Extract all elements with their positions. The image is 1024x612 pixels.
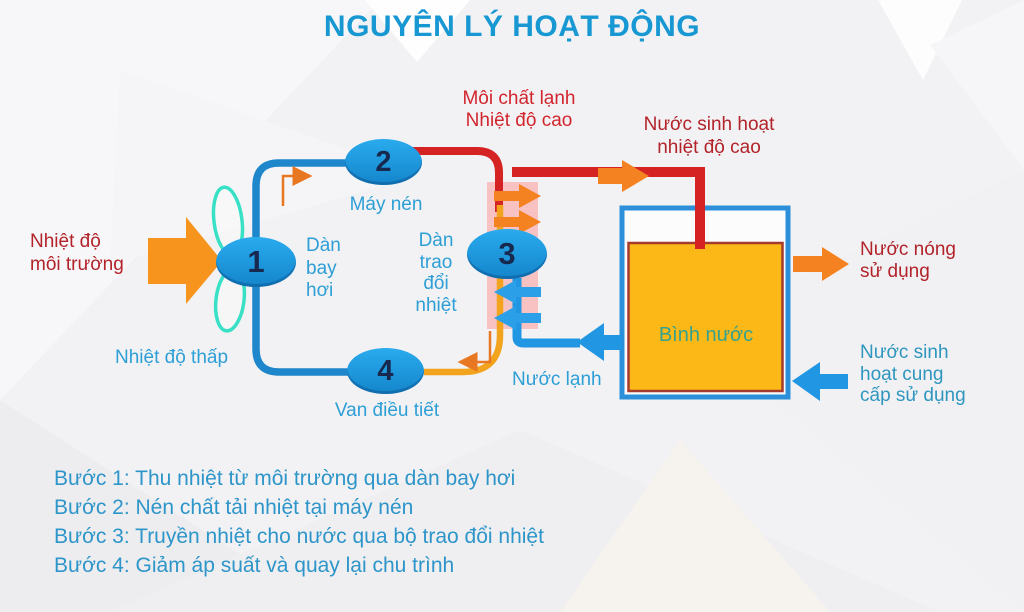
step-3: Bước 3: Truyền nhiệt cho nước qua bộ tra… <box>54 525 544 548</box>
water-tank-inner <box>627 241 784 393</box>
step-2: Bước 2: Nén chất tải nhiệt tại máy nén <box>54 496 414 519</box>
step-4: Bước 4: Giảm áp suất và quay lại chu trì… <box>54 554 455 577</box>
node-1-number: 1 <box>247 244 265 279</box>
node-3-number: 3 <box>498 236 516 271</box>
node-4-number: 4 <box>377 354 394 387</box>
node-4-expansion-valve: 4 <box>347 348 424 394</box>
label-low-temperature: Nhiệt độ thấp <box>115 347 229 368</box>
ambient-heat-arrow-icon <box>148 217 222 304</box>
hot-water-flow-arrow-icon <box>598 160 649 192</box>
label-expansion-valve: Van điều tiết <box>334 400 440 421</box>
pipe-hot-water-to-tank <box>512 167 705 249</box>
page-title: NGUYÊN LÝ HOẠT ĐỘNG <box>323 10 701 43</box>
label-compressor: Máy nén <box>349 194 423 215</box>
exchanger-hot-arrows-icon <box>494 184 541 234</box>
label-evaporator: Dàn bay hơi <box>306 235 341 301</box>
node-1-evaporator: 1 <box>216 237 296 287</box>
supply-water-in-arrow-icon <box>792 362 848 401</box>
node-2-number: 2 <box>375 145 392 178</box>
label-heat-exchanger: Dàn trao đổi nhiệt <box>415 230 457 316</box>
step-list: Bước 1: Thu nhiệt từ môi trường qua dàn … <box>54 464 544 580</box>
cold-water-arrow-icon <box>577 323 622 361</box>
label-domestic-water-hot: Nước sinh hoạt nhiệt độ cao <box>643 114 775 158</box>
flow-direction-arrow-compressor-icon <box>281 166 313 206</box>
step-1: Bước 1: Thu nhiệt từ môi trường qua dàn … <box>54 467 516 490</box>
label-cold-water: Nước lạnh <box>512 369 602 390</box>
label-hot-water-use: Nước nóng sử dụng <box>860 239 956 282</box>
exchanger-cold-arrows-icon <box>494 280 541 330</box>
node-3-heat-exchanger: 3 <box>467 229 547 279</box>
node-2-compressor: 2 <box>345 139 422 185</box>
label-refrigerant-hot: Môi chất lạnh Nhiệt độ cao <box>462 88 576 131</box>
pipe-cold-water <box>512 278 580 348</box>
label-water-tank: Bình nước <box>658 324 754 346</box>
label-ambient-temperature: Nhiệt độ môi trường <box>30 231 124 275</box>
pipe-hot-refrigerant <box>404 147 503 212</box>
hot-water-out-arrow-icon <box>793 247 849 281</box>
flow-direction-arrow-valve-icon <box>457 331 492 372</box>
label-supply-water: Nước sinh hoạt cung cấp sử dụng <box>860 342 966 406</box>
